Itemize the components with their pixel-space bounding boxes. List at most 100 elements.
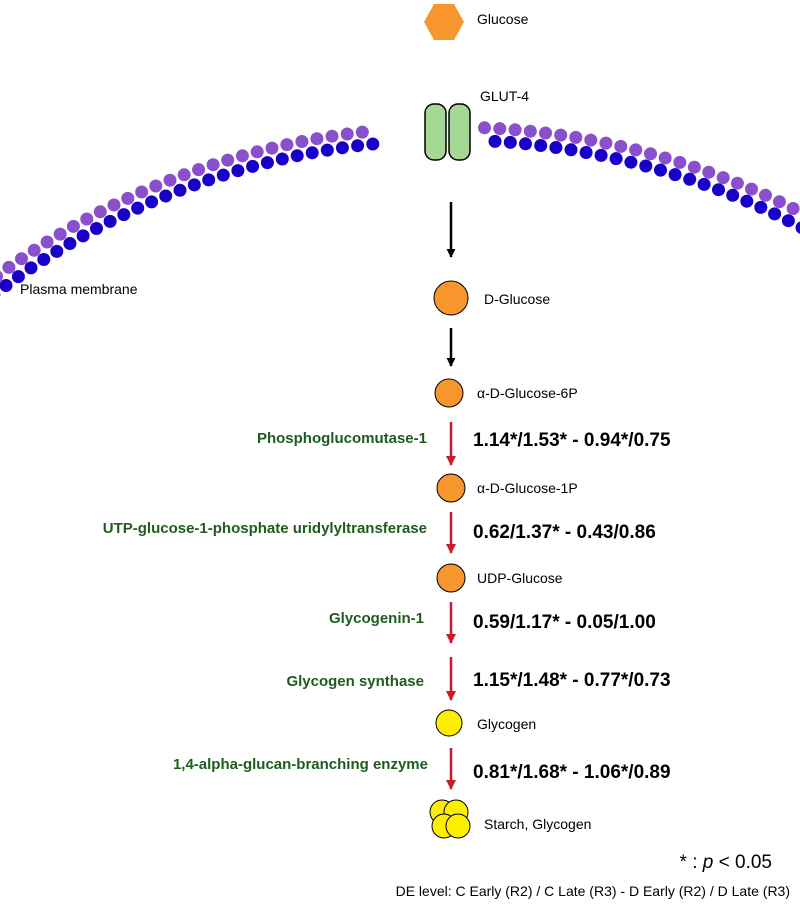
lipid-head	[325, 129, 339, 143]
lipid-head	[37, 253, 51, 266]
lipid-head	[103, 214, 117, 228]
lipid-head	[159, 189, 173, 203]
lipid-head	[117, 208, 131, 222]
lipid-head	[24, 261, 38, 275]
lipid-head	[235, 149, 249, 163]
udp-glucose-label: UDP-Glucose	[477, 570, 563, 586]
lipid-head	[366, 137, 380, 151]
lipid-head	[131, 201, 145, 215]
lipid-head	[231, 164, 245, 178]
lipid-head	[768, 207, 782, 221]
lipid-head	[658, 151, 672, 165]
lipid-head	[795, 221, 800, 234]
lipid-head	[745, 182, 758, 196]
d-glucose-label: D-Glucose	[484, 291, 550, 307]
lipid-head	[163, 173, 177, 187]
lipid-head	[716, 171, 730, 185]
lipid-head	[0, 270, 3, 282]
lipid-head	[599, 136, 613, 150]
udp-glucose-node-icon	[436, 563, 466, 593]
lipid-head	[668, 168, 682, 182]
lipid-head	[177, 168, 191, 182]
lipid-head	[697, 177, 711, 191]
de-values: 0.81*/1.68* - 1.06*/0.89	[473, 762, 671, 783]
lipid-head	[80, 212, 94, 226]
glucose-6p-node-icon	[434, 378, 464, 408]
lipid-head	[754, 200, 768, 214]
lipid-head	[250, 145, 264, 159]
lipid-head	[624, 155, 638, 169]
glucose-1p-label: α-D-Glucose-1P	[477, 480, 578, 496]
d-glucose-node-icon	[433, 280, 469, 316]
lipid-head	[564, 143, 578, 157]
lipid-head	[280, 138, 294, 152]
enzyme-label: Glycogenin-1	[329, 610, 424, 627]
enzyme-label: 1,4-alpha-glucan-branching enzyme	[173, 756, 428, 773]
lipid-head	[493, 122, 507, 136]
enzyme-label: Glycogen synthase	[286, 673, 424, 690]
lipid-head	[40, 235, 54, 249]
lipid-head	[107, 198, 121, 212]
lipid-head	[508, 123, 522, 137]
lipid-head	[654, 163, 667, 177]
lipid-head	[355, 125, 369, 139]
lipid-head	[712, 183, 725, 197]
plasma-membrane-bilayer	[0, 121, 800, 297]
lipid-head	[290, 149, 304, 163]
lipid-head	[478, 121, 491, 135]
lipid-head	[554, 128, 568, 142]
lipid-head	[702, 165, 716, 179]
lipid-head	[549, 141, 563, 154]
lipid-head	[786, 202, 800, 215]
lipid-head	[539, 126, 552, 140]
lipid-head	[772, 195, 786, 209]
lipid-head	[90, 222, 103, 235]
de-values: 0.59/1.17* - 0.05/1.00	[473, 612, 656, 633]
lipid-head	[534, 139, 548, 152]
lipid-head	[351, 139, 365, 153]
glucose-6p-label: α-D-Glucose-6P	[477, 385, 578, 401]
lipid-head	[759, 188, 772, 202]
significance-threshold: < 0.05	[713, 852, 772, 873]
lipid-head	[305, 146, 319, 160]
lipid-head	[27, 243, 41, 257]
lipid-head	[584, 133, 598, 147]
lipid-head	[216, 168, 230, 182]
lipid-head	[639, 159, 653, 173]
lipid-head	[246, 159, 260, 173]
starch-glycogen-label: Starch, Glycogen	[484, 816, 591, 832]
lipid-head	[121, 191, 135, 205]
glycogen-node-icon	[435, 709, 463, 737]
lipid-head	[594, 148, 608, 162]
lipid-head	[50, 244, 64, 258]
glucose-hexagon-icon	[424, 4, 464, 40]
lipid-head	[488, 134, 502, 148]
lipid-head	[76, 229, 90, 243]
lipid-head	[187, 178, 201, 192]
lipid-head	[579, 146, 593, 159]
lipid-head	[519, 137, 532, 151]
lipid-head	[15, 252, 28, 266]
lipid-head	[687, 160, 701, 174]
glut4-label: GLUT-4	[480, 88, 529, 104]
lipid-head	[609, 152, 623, 166]
glucose-label: Glucose	[477, 11, 529, 27]
de-values: 0.62/1.37* - 0.43/0.86	[473, 522, 656, 543]
lipid-head	[265, 141, 279, 155]
lipid-head	[145, 195, 159, 209]
lipid-head	[206, 158, 220, 172]
lipid-head	[66, 219, 80, 233]
lipid-head	[11, 270, 25, 284]
lipid-head	[781, 214, 795, 228]
lipid-head	[2, 260, 16, 274]
lipid-head	[320, 143, 334, 157]
lipid-head	[335, 141, 349, 155]
lipid-head	[260, 156, 274, 170]
de-level-legend: DE level: C Early (R2) / C Late (R3) - D…	[396, 883, 790, 899]
lipid-head	[135, 185, 149, 199]
lipid-head	[53, 227, 67, 241]
lipid-head	[275, 152, 289, 166]
starch-cluster-icon	[429, 799, 471, 839]
de-values: 1.14*/1.53* - 0.94*/0.75	[473, 430, 671, 451]
lipid-head	[192, 163, 206, 177]
